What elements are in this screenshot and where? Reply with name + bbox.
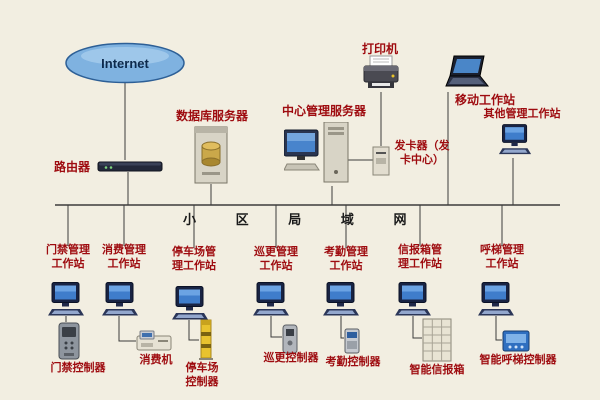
- station-mailbox-computer-icon: [394, 282, 432, 322]
- device-parking-label: 停车场控制器: [185, 362, 219, 388]
- station-attendance-label: 考勤管理工作站: [324, 246, 368, 272]
- station-elevator-computer-icon: [477, 282, 515, 322]
- printer-icon: [363, 55, 399, 88]
- station-parking-label: 停车场管理工作站: [172, 246, 216, 272]
- mobile-workstation-label: 移动工作站: [454, 93, 515, 107]
- router-icon: [97, 161, 163, 172]
- lan-bus-label: 小 区 局 域 网: [183, 212, 425, 227]
- station-attendance-computer-icon: [322, 282, 360, 322]
- other-workstation-label: 其他管理工作站: [483, 108, 561, 120]
- other-workstation-icon: [498, 124, 532, 160]
- device-mailbox-label: 智能信报箱: [409, 364, 465, 376]
- central-server-icon: [284, 122, 349, 183]
- device-access-label: 门禁控制器: [50, 362, 106, 374]
- parking-controller-icon: [199, 319, 213, 360]
- station-access-label: 门禁管理工作站: [46, 244, 90, 270]
- central-server-label: 中心管理服务器: [281, 104, 366, 118]
- device-attendance-label: 考勤控制器: [325, 356, 381, 368]
- station-consumption-computer-icon: [101, 282, 139, 322]
- cloud-icon: [65, 42, 185, 84]
- database-server-label: 数据库服务器: [175, 109, 248, 123]
- station-patrol-label: 巡更管理工作站: [254, 246, 298, 272]
- card-issuer-icon: [372, 146, 390, 176]
- card-issuer-label: 发卡器（发卡中心）: [394, 140, 450, 166]
- station-access-computer-icon: [47, 282, 85, 322]
- device-elevator-label: 智能呼梯控制器: [479, 354, 557, 366]
- mailbox-cabinet-icon: [422, 318, 452, 362]
- access-controller-icon: [58, 322, 80, 360]
- router-label: 路由器: [53, 160, 90, 174]
- device-consumption-label: 消费机: [139, 354, 173, 366]
- patrol-controller-icon: [282, 324, 298, 354]
- laptop-icon: [445, 55, 490, 87]
- internet-cloud: Internet: [64, 42, 186, 84]
- station-elevator-label: 呼梯管理工作站: [480, 244, 524, 270]
- device-patrol-label: 巡更控制器: [263, 352, 319, 364]
- printer-label: 打印机: [361, 42, 398, 56]
- database-server-icon: [194, 126, 228, 184]
- station-patrol-computer-icon: [252, 282, 290, 322]
- station-mailbox-label: 信报箱管理工作站: [398, 244, 442, 270]
- pos-machine-icon: [136, 330, 172, 351]
- internet-label: Internet: [101, 55, 149, 71]
- station-consumption-label: 消费管理工作站: [102, 244, 146, 270]
- elevator-controller-icon: [502, 330, 530, 352]
- attendance-controller-icon: [344, 328, 360, 354]
